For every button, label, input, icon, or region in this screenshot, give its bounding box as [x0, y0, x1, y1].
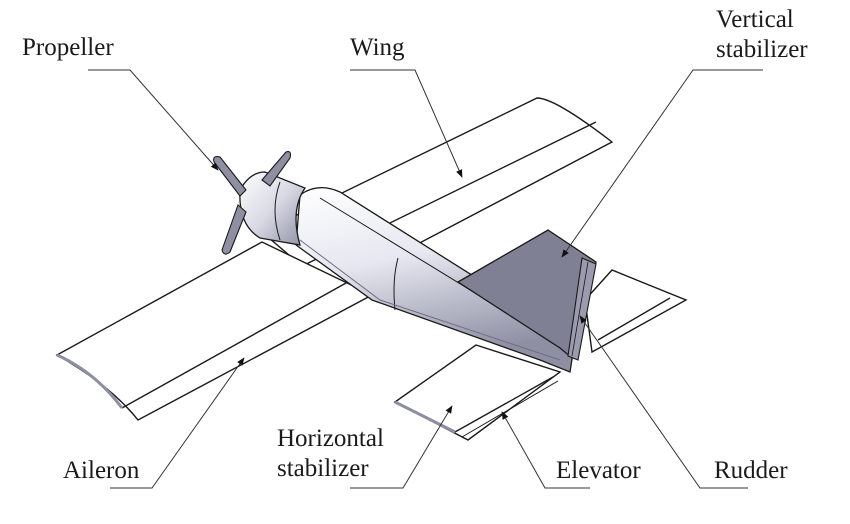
label-horizontal-stabilizer-line1: Horizontal — [277, 425, 384, 452]
leader-lines — [88, 69, 763, 489]
leader-vertical-stabilizer — [561, 69, 763, 258]
leader-aileron — [110, 357, 245, 489]
leader-rudder — [579, 315, 748, 489]
propeller — [213, 151, 292, 255]
wing-left — [55, 241, 374, 421]
leader-horizontal-stabilizer — [350, 405, 453, 489]
leader-wing — [350, 69, 463, 178]
leader-elevator — [501, 411, 590, 489]
label-rudder: Rudder — [714, 457, 788, 484]
label-vertical-stabilizer-line2: stabilizer — [716, 36, 808, 63]
label-elevator: Elevator — [556, 457, 641, 484]
label-vertical-stabilizer-line1: Vertical — [716, 6, 794, 33]
leader-propeller — [88, 69, 219, 171]
horizontal-stabilizer-right — [584, 269, 688, 354]
rudder — [567, 257, 597, 361]
label-horizontal-stabilizer-line2: stabilizer — [277, 455, 369, 482]
label-propeller: Propeller — [22, 34, 114, 61]
label-wing: Wing — [350, 34, 405, 61]
label-aileron: Aileron — [63, 457, 140, 484]
horizontal-stabilizer-left — [393, 344, 562, 441]
nose-cowling — [239, 171, 306, 246]
